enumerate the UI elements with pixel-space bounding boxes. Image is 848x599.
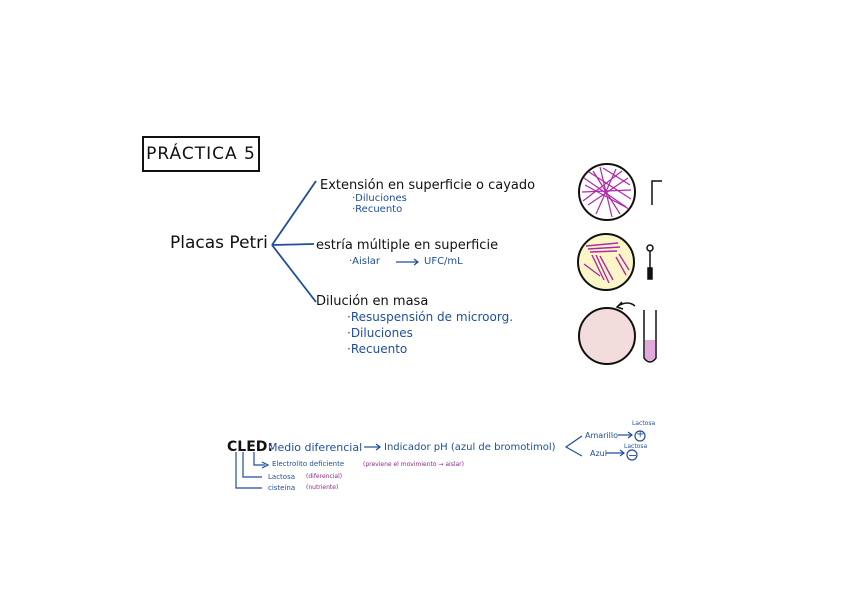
method-3-item-2: ·Diluciones <box>347 326 413 340</box>
cled-sub3-note: (nutriente) <box>306 484 339 491</box>
petri-plate-pour <box>578 307 636 365</box>
arrow-to-ufc <box>396 258 419 266</box>
branch-line-mid <box>271 243 315 246</box>
method-1-heading: Extensión en superficie o cayado <box>320 178 536 193</box>
root-label: Placas Petri <box>170 233 268 253</box>
cled-sub1-name: Electrolito deficiente <box>272 460 345 468</box>
cled-result-blue: Azul <box>590 449 607 458</box>
method-1-item-2: ·Recuento <box>352 204 403 215</box>
method-3-heading: Dilución en masa <box>316 294 429 309</box>
practice-title: PRÁCTICA 5 <box>142 136 260 172</box>
test-tube-icon <box>615 301 657 363</box>
plus-sign: + <box>636 429 645 440</box>
method-3-item-1: ·Resuspensión de microorg. <box>347 310 514 324</box>
method-1-item-1: ·Diluciones <box>352 193 407 204</box>
cled-label: CLED: <box>227 439 273 455</box>
cled-sub3-name: cisteína <box>268 484 296 492</box>
lactose-tag-positive: Lactosa <box>632 420 656 427</box>
spreader-icon <box>651 180 662 205</box>
cled-connectors <box>235 430 646 489</box>
method-3-item-3: ·Recuento <box>347 342 408 356</box>
branch-line-bottom <box>271 244 317 303</box>
petri-plate-extension <box>578 163 636 221</box>
title-text: PRÁCTICA 5 <box>146 144 256 164</box>
cled-indicator: Indicador pH (azul de bromotimol) <box>384 442 556 453</box>
branch-line-top <box>271 180 317 246</box>
lactose-tag-negative: Lactosa <box>624 443 648 450</box>
branch-lines <box>271 180 317 303</box>
method-2-heading: estría múltiple en superficie <box>316 238 499 253</box>
method-2-item-1: ·Aislar <box>349 256 381 267</box>
method-2-item-2: UFC/mL <box>424 256 463 267</box>
petri-plate-streak <box>577 233 635 291</box>
cled-sub2-note: (diferencial) <box>306 473 343 480</box>
cled-medium: Medio diferencial <box>268 441 363 454</box>
cled-sub2-name: Lactosa <box>268 473 296 481</box>
cled-result-yellow: Amarillo <box>585 431 619 440</box>
minus-sign: − <box>628 449 638 462</box>
loop-icon <box>646 244 654 280</box>
cled-sub1-note: (previene el movimiento → aislar) <box>363 461 464 468</box>
